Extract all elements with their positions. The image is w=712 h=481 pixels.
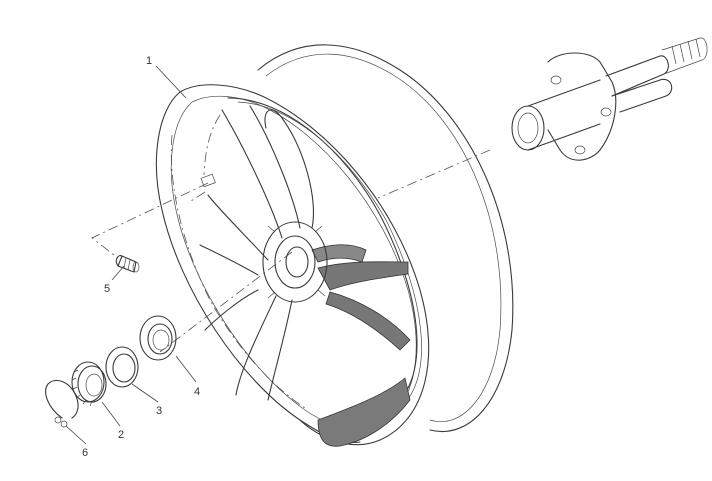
ring-nut bbox=[71, 361, 107, 407]
part-label-2: 2 bbox=[118, 429, 124, 441]
bearing-seal bbox=[139, 315, 177, 361]
leader-lines bbox=[65, 65, 197, 445]
wheel-rim bbox=[155, 44, 514, 447]
part-label-6: 6 bbox=[82, 447, 88, 459]
wheel-hub-spokes bbox=[199, 105, 411, 401]
part-labels: 1 5 4 3 2 6 bbox=[82, 55, 200, 459]
circlip bbox=[45, 379, 79, 428]
part-label-5: 5 bbox=[104, 283, 110, 295]
valve-stem bbox=[115, 255, 140, 273]
axis-lines bbox=[91, 149, 491, 353]
part-label-3: 3 bbox=[156, 405, 162, 417]
axle-flange-assembly bbox=[511, 37, 708, 161]
part-label-4: 4 bbox=[194, 386, 200, 398]
part-label-1: 1 bbox=[146, 55, 152, 67]
washer bbox=[105, 346, 139, 388]
